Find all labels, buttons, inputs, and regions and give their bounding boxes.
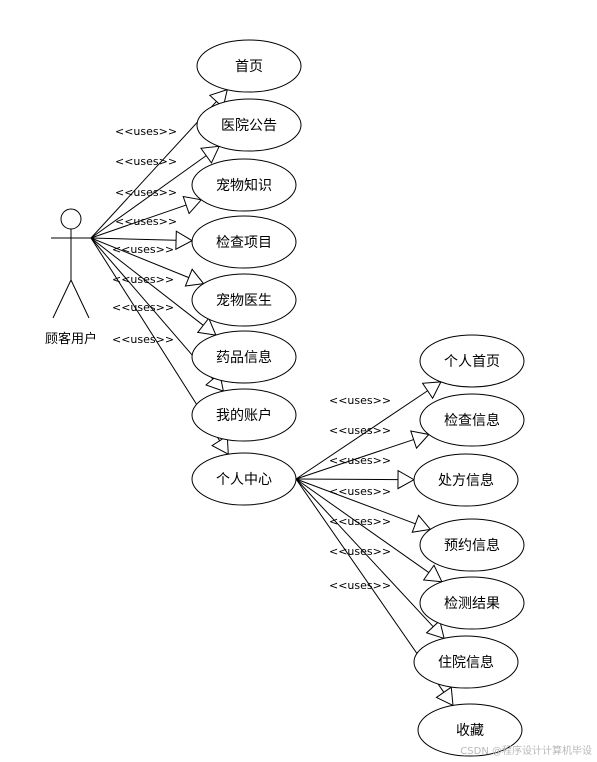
relation-sub-4-arrowhead xyxy=(422,564,443,583)
relation-sub-0-uses-label: <<uses>> xyxy=(329,394,391,407)
usecase-sub-0-label: 个人首页 xyxy=(444,354,500,370)
relation-primary-3-arrowhead xyxy=(175,230,194,251)
usecase-primary-7: 个人中心 xyxy=(191,452,297,506)
relation-primary-7-uses-label: <<uses>> xyxy=(112,333,174,346)
usecase-primary-5-label: 药品信息 xyxy=(216,349,272,366)
relation-sub-3-uses-label: <<uses>> xyxy=(329,485,391,498)
relation-primary-0-uses-label: <<uses>> xyxy=(115,125,177,138)
usecase-primary-6: 我的账户 xyxy=(191,388,297,442)
relation-sub-0-arrowhead xyxy=(421,381,442,400)
usecase-sub-5-label: 住院信息 xyxy=(438,654,494,671)
usecase-sub-1-ellipse xyxy=(419,393,525,447)
relation-primary-2-arrowhead xyxy=(182,195,203,215)
usecase-primary-4-label: 宠物医生 xyxy=(216,293,272,309)
usecase-sub-4: 检测结果 xyxy=(419,576,525,630)
relation-primary-2-line xyxy=(90,204,187,239)
usecase-primary-2: 宠物知识 xyxy=(191,158,297,212)
usecase-primary-3-ellipse xyxy=(191,215,297,269)
relation-sub-5-arrowhead xyxy=(425,619,445,640)
usecase-primary-7-ellipse xyxy=(191,452,297,506)
usecase-sub-6: 收藏 xyxy=(417,703,523,757)
usecase-primary-0-label: 首页 xyxy=(235,59,263,75)
relation-primary-6-uses-label: <<uses>> xyxy=(112,301,174,314)
relation-primary-2-uses-label: <<uses>> xyxy=(115,186,177,199)
relation-sub-1-uses-label: <<uses>> xyxy=(329,424,391,437)
relation-sub-2-arrowhead xyxy=(397,469,416,490)
usecase-sub-2-label: 处方信息 xyxy=(438,472,494,489)
usecase-sub-3: 预约信息 xyxy=(419,518,525,572)
relation-sub-5-uses-label: <<uses>> xyxy=(329,545,391,558)
usecase-sub-1: 检查信息 xyxy=(419,393,525,447)
relation-sub-3-line xyxy=(295,478,416,525)
usecase-primary-5-ellipse xyxy=(191,330,297,384)
relation-sub-4-uses-label: <<uses>> xyxy=(329,515,391,528)
relation-sub-2-uses-label: <<uses>> xyxy=(329,454,391,467)
usecase-primary-7-label: 个人中心 xyxy=(216,472,272,488)
usecase-sub-0: 个人首页 xyxy=(419,334,525,388)
usecase-sub-4-label: 检测结果 xyxy=(444,596,500,612)
relation-primary-1-line xyxy=(90,155,207,239)
usecase-sub-1-label: 检查信息 xyxy=(444,412,500,429)
actor-head xyxy=(60,208,82,230)
actor-label: 顾客用户 xyxy=(45,331,97,347)
relations: <<uses>> <<uses>> <<uses>> <<uses>> <<uses>>… xyxy=(90,88,454,707)
usecase-primary-5: 药品信息 xyxy=(191,330,297,384)
relation-primary-5-line xyxy=(90,237,204,326)
relation-sub-2-line xyxy=(295,478,399,481)
relation-sub-1-arrowhead xyxy=(410,430,430,450)
usecase-sub-2: 处方信息 xyxy=(413,453,519,507)
actor-left-leg xyxy=(52,279,72,319)
relation-sub-1-line xyxy=(295,439,414,480)
usecase-primary-1: 医院公告 xyxy=(196,98,302,152)
usecase-primary-4: 宠物医生 xyxy=(191,273,297,327)
usecase-primary-0: 首页 xyxy=(196,39,302,93)
relation-primary-3-uses-label: <<uses>> xyxy=(115,215,177,228)
watermark: CSDN @程序设计计算机毕设 xyxy=(460,744,592,757)
usecase-sub-5: 住院信息 xyxy=(413,635,519,689)
usecase-primary-1-ellipse xyxy=(196,98,302,152)
usecase-primary-2-label: 宠物知识 xyxy=(216,177,272,194)
relation-sub-6-uses-label: <<uses>> xyxy=(329,579,391,592)
relation-primary-4-arrowhead xyxy=(184,268,205,287)
actor xyxy=(51,208,91,319)
relation-sub-6-arrowhead xyxy=(435,686,454,707)
usecase-primary-0-ellipse xyxy=(196,39,302,93)
usecase-primary-1-label: 医院公告 xyxy=(221,118,277,134)
usecase-sub-2-ellipse xyxy=(413,453,519,507)
usecase-primary-6-ellipse xyxy=(191,388,297,442)
usecase-sub-6-label: 收藏 xyxy=(456,723,484,739)
usecase-primary-2-ellipse xyxy=(191,158,297,212)
usecase-primary-6-label: 我的账户 xyxy=(216,407,272,424)
usecase-sub-3-ellipse xyxy=(419,518,525,572)
usecase-sub-0-ellipse xyxy=(419,334,525,388)
usecase-sub-6-ellipse xyxy=(417,703,523,757)
relation-primary-7-arrowhead xyxy=(211,435,229,456)
usecase-primary-3: 检查项目 xyxy=(191,215,297,269)
relation-sub-0-line xyxy=(295,390,428,480)
relation-primary-4-line xyxy=(90,237,189,279)
relation-primary-0-line xyxy=(90,101,217,239)
relation-sub-3-arrowhead xyxy=(411,514,432,533)
relation-primary-3-line xyxy=(90,237,177,241)
relation-sub-4-line xyxy=(295,478,430,573)
relation-primary-5-uses-label: <<uses>> xyxy=(112,273,174,286)
relation-primary-1-arrowhead xyxy=(200,145,221,164)
relation-primary-1-uses-label: <<uses>> xyxy=(115,155,177,168)
relation-sub-5-line xyxy=(295,478,434,628)
usecase-sub-3-label: 预约信息 xyxy=(444,537,500,554)
relation-primary-4-uses-label: <<uses>> xyxy=(112,243,174,256)
actor-right-leg xyxy=(70,279,90,319)
usecase-primary-3-label: 检查项目 xyxy=(216,235,272,251)
usecase-sub-5-ellipse xyxy=(413,635,519,689)
usecase-primary-4-ellipse xyxy=(191,273,297,327)
usecase-sub-4-ellipse xyxy=(419,576,525,630)
relation-primary-5-arrowhead xyxy=(196,317,217,336)
